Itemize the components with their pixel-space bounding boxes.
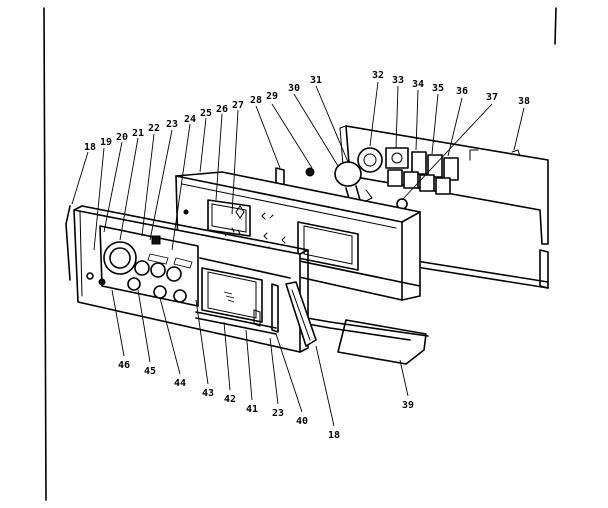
callout-38: 38 bbox=[518, 96, 530, 107]
callout-27: 27 bbox=[232, 100, 244, 111]
callout-37: 37 bbox=[486, 92, 498, 103]
callout-22: 22 bbox=[148, 123, 160, 134]
clip-29 bbox=[305, 167, 315, 177]
callout-43: 43 bbox=[202, 388, 214, 399]
callout-31: 31 bbox=[310, 75, 322, 86]
panel-housing-25 bbox=[175, 171, 421, 301]
callout-44: 44 bbox=[174, 378, 186, 389]
callout-28: 28 bbox=[250, 95, 262, 106]
callout-45: 45 bbox=[144, 366, 156, 377]
callout-34: 34 bbox=[412, 79, 424, 90]
callout-21: 21 bbox=[132, 128, 144, 139]
callout-30: 30 bbox=[288, 83, 300, 94]
callout-23-top: 23 bbox=[166, 119, 178, 130]
callout-40: 40 bbox=[296, 416, 308, 427]
left-frame-edge bbox=[43, 7, 557, 501]
side-trim-18 bbox=[285, 281, 317, 347]
callout-20: 20 bbox=[116, 132, 128, 143]
callout-18-left: 18 bbox=[84, 142, 96, 153]
callout-23-bottom: 23 bbox=[272, 408, 284, 419]
callout-32: 32 bbox=[372, 70, 384, 81]
callout-25: 25 bbox=[200, 108, 212, 119]
callout-36: 36 bbox=[456, 86, 468, 97]
lower-rails bbox=[195, 257, 291, 335]
callout-39: 39 bbox=[402, 400, 414, 411]
side-trim-18-left bbox=[65, 205, 71, 281]
control-board bbox=[339, 125, 549, 245]
callout-35: 35 bbox=[432, 83, 444, 94]
callout-18-right: 18 bbox=[328, 430, 340, 441]
callout-33: 33 bbox=[392, 75, 404, 86]
callout-labels: 18 19 20 21 22 23 24 25 26 27 28 29 30 3… bbox=[84, 70, 530, 441]
callout-41: 41 bbox=[246, 404, 258, 415]
leader-lines bbox=[71, 81, 525, 427]
callout-24: 24 bbox=[184, 114, 196, 125]
rear-trim-rail bbox=[409, 249, 549, 289]
callout-46: 46 bbox=[118, 360, 130, 371]
callout-29: 29 bbox=[266, 91, 278, 102]
switch-module bbox=[86, 225, 199, 307]
lamp-31 bbox=[334, 161, 362, 203]
callout-19: 19 bbox=[100, 137, 112, 148]
display-window bbox=[201, 267, 279, 333]
callout-42: 42 bbox=[224, 394, 236, 405]
callout-26: 26 bbox=[216, 104, 228, 115]
